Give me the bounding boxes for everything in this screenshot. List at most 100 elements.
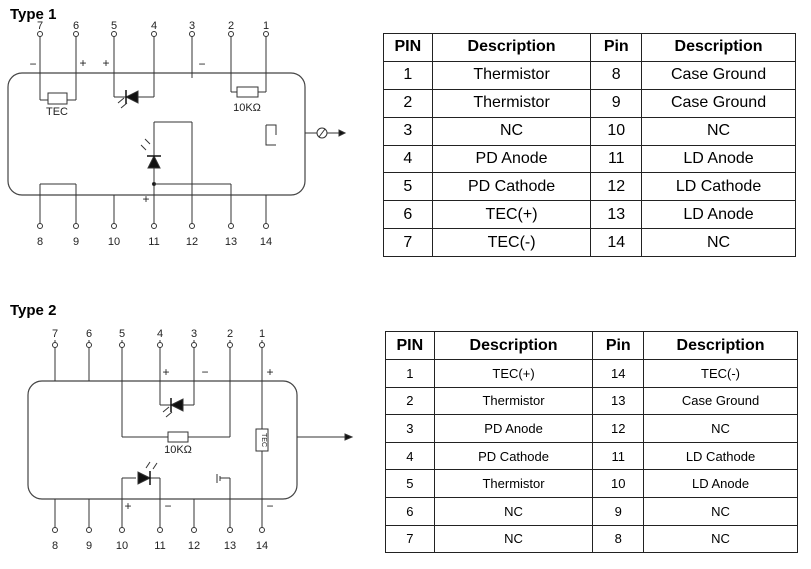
pin-number-cell: 2 [385,386,435,416]
pin-description-cell: NC [433,524,594,554]
pin-description-cell: NC [643,414,798,443]
column-header: Description [643,331,798,360]
pin-number-cell: 5 [383,172,433,202]
type2-thermistor-resistor [167,431,189,443]
pin-description-cell: PD Cathode [431,172,592,202]
pin-description-cell: LD Cathode [643,441,798,471]
pin-description-cell: NC [643,524,798,554]
pin-description-cell: NC [433,496,594,526]
type1-polarity-plus: + [142,192,149,206]
type1-pd-arrows [117,97,128,109]
pin-description-cell: TEC(-) [643,359,798,388]
pin-number-cell: 7 [383,228,433,258]
pin-number-cell: 9 [590,88,643,118]
pin-number-cell: 2 [383,88,433,118]
type1-bottom-pin-label: 13 [225,236,237,248]
pin-description-cell: Thermistor [431,88,592,118]
pin-number-cell: 14 [592,359,645,388]
pin-description-cell: Thermistor [431,60,592,90]
pin-number-cell: 13 [592,386,645,416]
type2-top-pin-label: 4 [157,328,163,340]
pin-description-cell: TEC(+) [431,200,592,230]
type2-polarity-minus: − [266,499,273,513]
pin-number-cell: 7 [385,524,435,554]
pin-number-cell: 10 [592,469,645,498]
type1-bottom-pin-label: 8 [37,236,43,248]
pin-number-cell: 4 [385,441,435,471]
column-header: Pin [592,331,645,360]
type1-top-pin-circles [37,31,269,37]
type2-bottom-pin-label: 10 [116,540,128,552]
type1-bottom-pin-label: 10 [108,236,120,248]
type2-bottom-leads [54,499,263,528]
pin-number-cell: 3 [385,414,435,443]
pin-description-cell: NC [431,116,592,146]
type1-title: Type 1 [10,6,57,23]
type1-laser-diode-symbol [147,154,161,169]
column-header: Description [433,331,594,360]
pin-description-cell: PD Anode [431,144,592,174]
type2-bottom-pin-label: 11 [154,540,165,552]
type1-bottom-pin-circles [37,223,269,229]
pin-number-cell: 8 [590,60,643,90]
pin-description-cell: Case Ground [641,88,796,118]
pin-number-cell: 9 [592,496,645,526]
type2-bottom-pin-label: 9 [86,540,92,552]
type1-bottom-pin-label: 12 [186,236,198,248]
type2-top-pin-label: 5 [119,328,125,340]
column-header: Description [431,33,592,62]
type2-top-pin-label: 2 [227,328,233,340]
type1-photodiode-symbol [124,90,139,104]
type2-package-body [27,380,298,500]
type2-top-leads [54,340,263,509]
type1-top-pin-label: 6 [73,20,79,32]
table-header-row: PIN Description Pin Description [385,331,798,360]
pin-description-cell: LD Anode [641,200,796,230]
type2-photodiode-symbol [169,398,184,412]
type1-diagram [7,31,347,229]
type1-resistor-label: 10KΩ [233,102,261,114]
type2-top-pin-label: 3 [191,328,197,340]
type1-top-pin-label: 7 [37,20,43,32]
pin-description-cell: LD Cathode [641,172,796,202]
type2-polarity-plus: + [124,499,131,513]
column-header: PIN [385,331,435,360]
pin-number-cell: 12 [590,172,643,202]
type1-package-body [7,72,306,196]
pin-number-cell: 6 [383,200,433,230]
pin-description-cell: Case Ground [643,386,798,416]
pin-description-cell: Thermistor [433,386,594,416]
column-header: Description [641,33,796,62]
pin-description-cell: LD Anode [643,469,798,498]
type1-tec-element [47,92,68,105]
type2-bottom-pin-label: 13 [224,540,236,552]
type2-top-pin-circles [52,342,265,348]
type1-top-leads [39,36,267,101]
type1-bottom-pin-label: 14 [260,236,272,248]
type1-top-pin-label: 3 [189,20,195,32]
type2-polarity-plus: + [162,365,169,379]
type2-case-ground-symbol [216,474,231,509]
type1-fiber-output [265,124,347,146]
pin-description-cell: NC [641,228,796,258]
type1-thermistor-resistor [236,86,259,98]
pin-number-cell: 4 [383,144,433,174]
type2-top-pin-label: 7 [52,328,58,340]
type2-resistor-label: 10KΩ [164,444,192,456]
type1-bottom-pin-label: 9 [73,236,79,248]
pin-number-cell: 11 [592,441,645,471]
pin-description-cell: PD Anode [433,414,594,443]
type1-ld-arrows [140,138,151,151]
